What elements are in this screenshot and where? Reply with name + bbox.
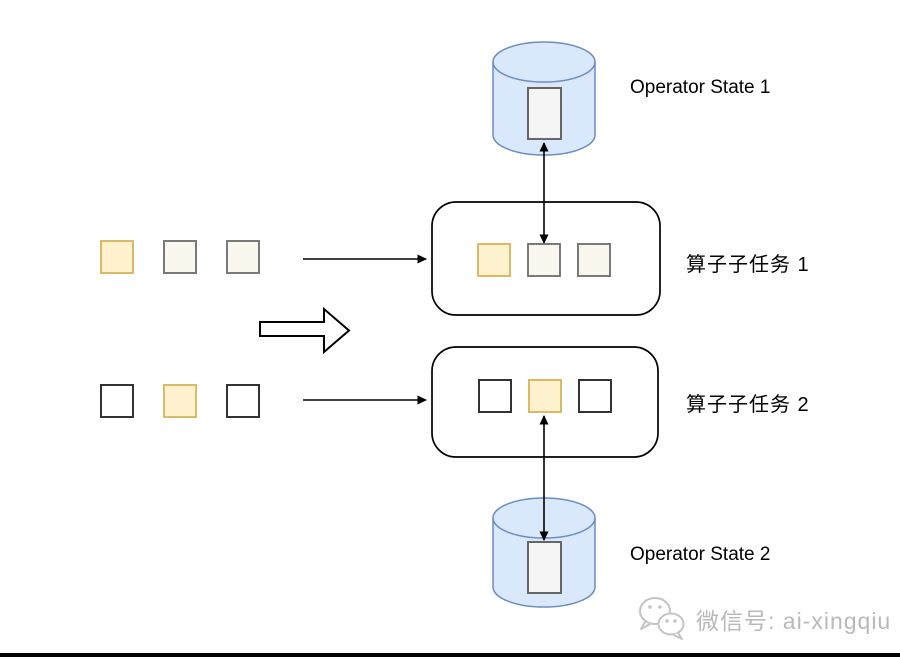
transform-arrow-icon (259, 306, 351, 355)
subtask-2-label: 算子子任务 2 (686, 394, 810, 416)
record-square (527, 243, 561, 277)
watermark: 微信号: ai-xingqiu (634, 594, 891, 644)
bottom-divider (0, 653, 900, 657)
watermark-text: 微信号: ai-xingqiu (696, 608, 892, 634)
record-square-stateful (528, 379, 562, 413)
operator-state-2-cylinder (492, 497, 596, 608)
subtask-1-label: 算子子任务 1 (686, 254, 810, 276)
record-square (163, 240, 197, 274)
operator-state-1-label: Operator State 1 (630, 77, 771, 98)
record-square (100, 384, 134, 418)
record-square (478, 379, 512, 413)
subtask-1-records-row (477, 243, 611, 277)
operator-state-2-label: Operator State 2 (630, 544, 771, 565)
record-square-stateful (100, 240, 134, 274)
wechat-icon (639, 597, 685, 640)
operator-state-1-cylinder (492, 41, 596, 156)
record-square (577, 243, 611, 277)
record-square-stateful (477, 243, 511, 277)
record-square (226, 240, 260, 274)
subtask-2-records-row (478, 379, 612, 413)
record-square (226, 384, 260, 418)
input-stream-row-1 (100, 240, 260, 274)
record-square-stateful (163, 384, 197, 418)
state-entry-rect-2 (527, 541, 562, 594)
record-square (578, 379, 612, 413)
input-stream-row-2 (100, 384, 260, 418)
state-entry-rect-1 (527, 87, 562, 140)
